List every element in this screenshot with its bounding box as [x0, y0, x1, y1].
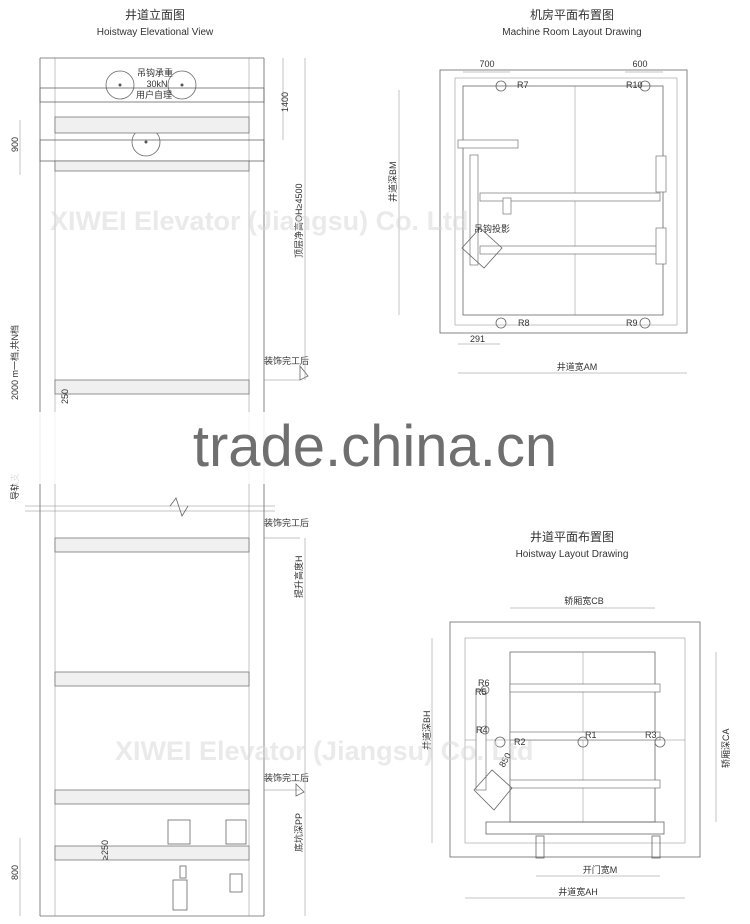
finish-label-2: 装饰完工后	[264, 517, 309, 528]
hook-load-label-2: 30kN	[146, 79, 167, 89]
hook-projection-label: 吊钩投影	[474, 223, 510, 234]
landing-slab-4	[54, 789, 250, 805]
shaft-depth-bm: 井道深BM	[387, 161, 398, 202]
hoistway-elevation-view: 吊钩承重 30kN 用户自理 装饰完工后 装饰完工后 装饰完工后	[9, 57, 309, 917]
marker-r8: R8	[518, 318, 530, 328]
hook-load-label-3: 用户自理	[136, 89, 172, 100]
marker-r9: R9	[626, 318, 638, 328]
dim-900: 900	[10, 137, 20, 152]
rail-bracket-label: 2000 m一档,共N档	[9, 325, 20, 400]
shaft-width-am: 井道宽AM	[557, 361, 598, 372]
finish-label-1: 装饰完工后	[264, 355, 309, 366]
dim-250-b: ≥250	[100, 840, 110, 860]
pit-slab	[54, 845, 250, 861]
watermark-middle: trade.china.cn	[193, 414, 557, 479]
dim-600: 600	[632, 59, 647, 69]
pit-depth-label: 底坑深PP	[293, 813, 304, 852]
marker-r3: R3	[645, 730, 657, 740]
marker-r1: R1	[585, 730, 597, 740]
dim-250-a: 250	[60, 389, 70, 404]
door-width-m: 开门宽M	[583, 864, 618, 875]
overhead-label: 顶层净高OH≥4500	[293, 184, 304, 258]
hoistway-layout: R1 R2 R3 R4 R5 R6 850 轿厢宽CB 轿厢深CA 井道深BH …	[421, 595, 731, 899]
dim-700: 700	[479, 59, 494, 69]
marker-r4: R4	[476, 725, 488, 735]
machine-room-title-en: Machine Room Layout Drawing	[502, 27, 642, 38]
machine-room-layout: 吊钩投影 R7 R10 R8 R9 700 600 井道深BM 井道宽AM 29…	[387, 59, 688, 374]
travel-label: 提升高度H	[293, 556, 304, 599]
hoistway-elevation-title-cn: 井道立面图	[125, 7, 185, 22]
landing-slab-3	[54, 671, 250, 687]
marker-r10: R10	[626, 80, 643, 90]
marker-r2: R2	[514, 737, 526, 747]
dim-1400: 1400	[280, 92, 290, 112]
rail-label: 导轨支	[9, 473, 20, 500]
marker-r7: R7	[517, 80, 529, 90]
watermark-bottom: XIWEI Elevator (Jiangsu) Co. Ltd	[115, 736, 534, 766]
hook-load-label-1: 吊钩承重	[137, 67, 173, 78]
hoistway-top-slab	[54, 160, 250, 172]
marker-r6: R6	[478, 678, 490, 688]
car-width-cb: 轿厢宽CB	[564, 595, 604, 606]
shaft-depth-bh: 井道深BH	[421, 710, 432, 750]
landing-slab-2	[54, 537, 250, 553]
machine-room-slab	[54, 116, 250, 134]
hoistway-layout-title-cn: 井道平面布置图	[530, 530, 614, 544]
marker-r5: R5	[475, 687, 487, 697]
shaft-width-ah: 井道宽AH	[558, 886, 598, 897]
landing-slab-1	[54, 379, 250, 395]
dim-800: 800	[10, 865, 20, 880]
machine-room-title-cn: 机房平面布置图	[530, 7, 614, 22]
watermark-top: XIWEI Elevator (Jiangsu) Co. Ltd	[50, 206, 469, 236]
hoistway-elevation-title-en: Hoistway Elevational View	[97, 27, 214, 38]
car-depth-ca: 轿厢深CA	[720, 728, 731, 768]
dim-291: 291	[470, 334, 485, 344]
hoistway-layout-title-en: Hoistway Layout Drawing	[516, 549, 629, 560]
finish-label-3: 装饰完工后	[264, 772, 309, 783]
